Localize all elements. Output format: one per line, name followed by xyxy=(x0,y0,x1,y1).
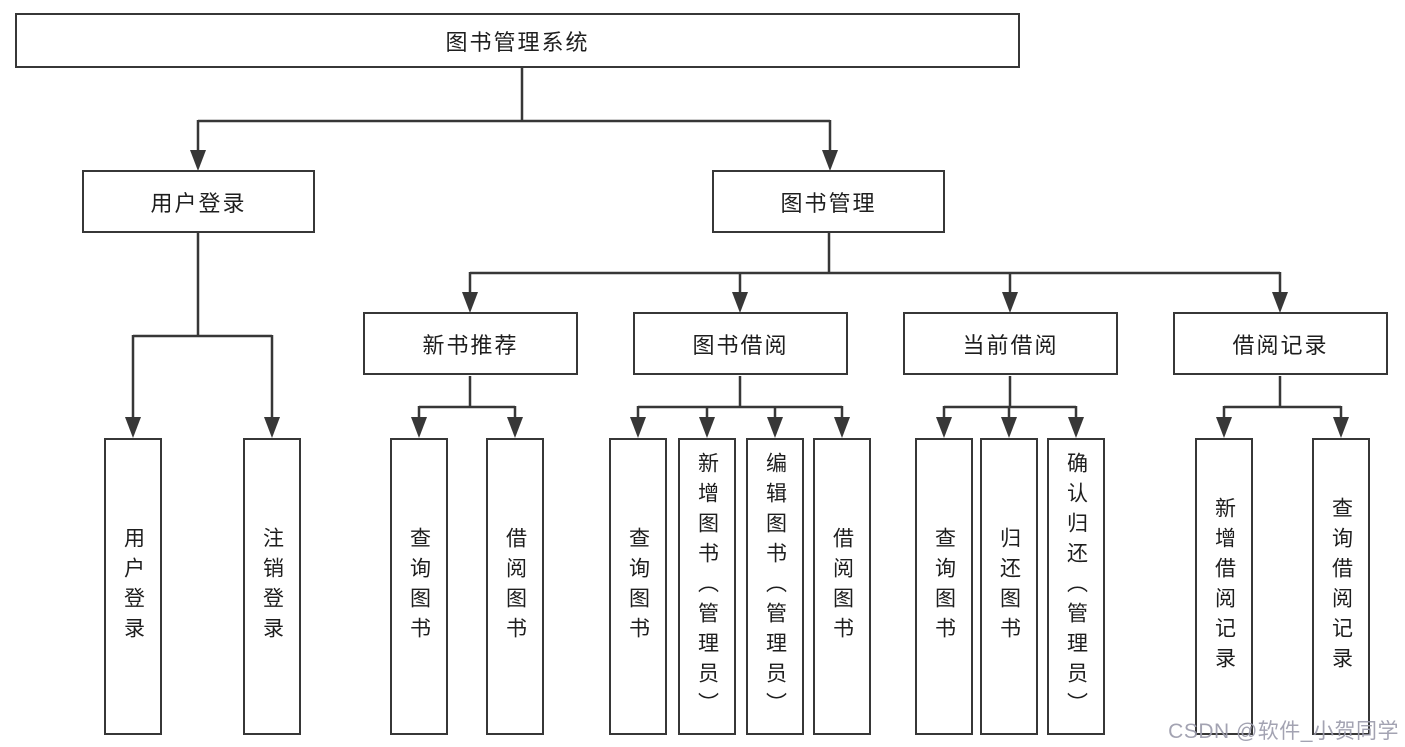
leaf-label: 查询图书 xyxy=(932,526,956,647)
leaf-label: 新增借阅记录 xyxy=(1212,496,1236,677)
leaf-label: 注销登录 xyxy=(260,526,284,647)
leaf-query-books-current: 查询图书 xyxy=(915,438,973,735)
leaf-label: 查询借阅记录 xyxy=(1329,496,1353,677)
node-borrow-record: 借阅记录 xyxy=(1173,312,1388,375)
leaf-label: 借阅图书 xyxy=(503,526,527,647)
leaf-label: 编辑图书（管理员） xyxy=(763,451,787,722)
leaf-label: 新增图书（管理员） xyxy=(695,451,719,722)
node-book-borrow: 图书借阅 xyxy=(633,312,848,375)
leaf-query-borrow-record: 查询借阅记录 xyxy=(1312,438,1370,735)
leaf-label: 归还图书 xyxy=(997,526,1021,647)
node-book-management: 图书管理 xyxy=(712,170,945,233)
node-current-borrow: 当前借阅 xyxy=(903,312,1118,375)
node-new-book-recommend: 新书推荐 xyxy=(363,312,578,375)
leaf-label: 确认归还（管理员） xyxy=(1064,451,1088,722)
leaf-add-books-admin: 新增图书（管理员） xyxy=(678,438,736,735)
leaf-logout: 注销登录 xyxy=(243,438,301,735)
leaf-borrow-books-recommend: 借阅图书 xyxy=(486,438,544,735)
leaf-add-borrow-record: 新增借阅记录 xyxy=(1195,438,1253,735)
leaf-label: 查询图书 xyxy=(407,526,431,647)
node-root-library-system: 图书管理系统 xyxy=(15,13,1020,68)
node-user-login: 用户登录 xyxy=(82,170,315,233)
leaf-query-books-recommend: 查询图书 xyxy=(390,438,448,735)
leaf-user-login: 用户登录 xyxy=(104,438,162,735)
leaf-edit-books-admin: 编辑图书（管理员） xyxy=(746,438,804,735)
leaf-label: 用户登录 xyxy=(121,526,145,647)
csdn-watermark: CSDN @软件_小贺同学 xyxy=(1168,720,1399,743)
leaf-query-books-borrow: 查询图书 xyxy=(609,438,667,735)
leaf-label: 查询图书 xyxy=(626,526,650,647)
leaf-confirm-return-admin: 确认归还（管理员） xyxy=(1047,438,1105,735)
leaf-borrow-books: 借阅图书 xyxy=(813,438,871,735)
leaf-return-books: 归还图书 xyxy=(980,438,1038,735)
leaf-label: 借阅图书 xyxy=(830,526,854,647)
